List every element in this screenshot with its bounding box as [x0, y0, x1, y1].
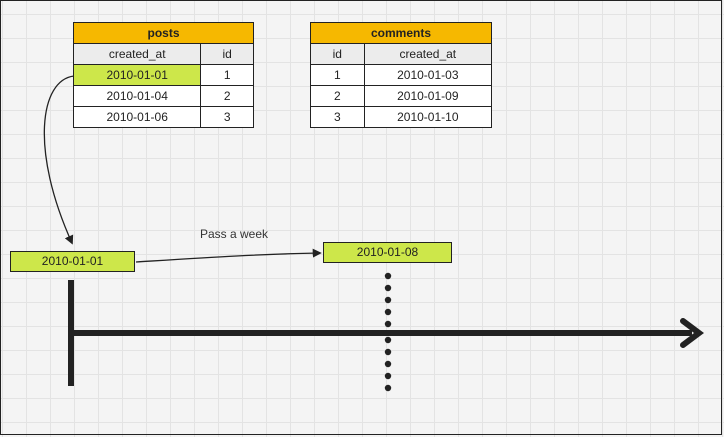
timeline-arrowhead-icon [680, 318, 704, 348]
comments-row: 3 2010-01-10 [310, 106, 493, 128]
posts-table-title: posts [73, 22, 254, 44]
posts-cell-id: 1 [200, 64, 254, 86]
posts-row: 2010-01-06 3 [72, 106, 254, 128]
posts-header-created-at: created_at [72, 43, 202, 65]
comments-header-row: id created_at [310, 43, 493, 65]
posts-header-id: id [200, 43, 254, 65]
interval-label: Pass a week [200, 227, 269, 241]
comments-cell-created-at: 2010-01-10 [363, 106, 493, 128]
week-connector-arrow [135, 248, 322, 263]
comments-table: comments id created_at 1 2010-01-03 2 20… [310, 22, 493, 128]
posts-cell-created-at: 2010-01-06 [72, 106, 202, 128]
comments-header-id: id [310, 43, 365, 65]
posts-table: posts created_at id 2010-01-01 1 2010-01… [72, 22, 254, 128]
comments-row: 2 2010-01-09 [310, 85, 493, 107]
week-marker-dotted-line [384, 272, 392, 392]
comments-cell-created-at: 2010-01-09 [363, 85, 493, 107]
curved-connector-arrow [43, 75, 75, 245]
timeline-start-date-box: 2010-01-01 [10, 251, 135, 272]
comments-table-title: comments [310, 22, 492, 44]
timeline-end-date-box: 2010-01-08 [323, 242, 452, 263]
posts-cell-id: 3 [200, 106, 254, 128]
comments-header-created-at: created_at [363, 43, 493, 65]
posts-header-row: created_at id [72, 43, 254, 65]
